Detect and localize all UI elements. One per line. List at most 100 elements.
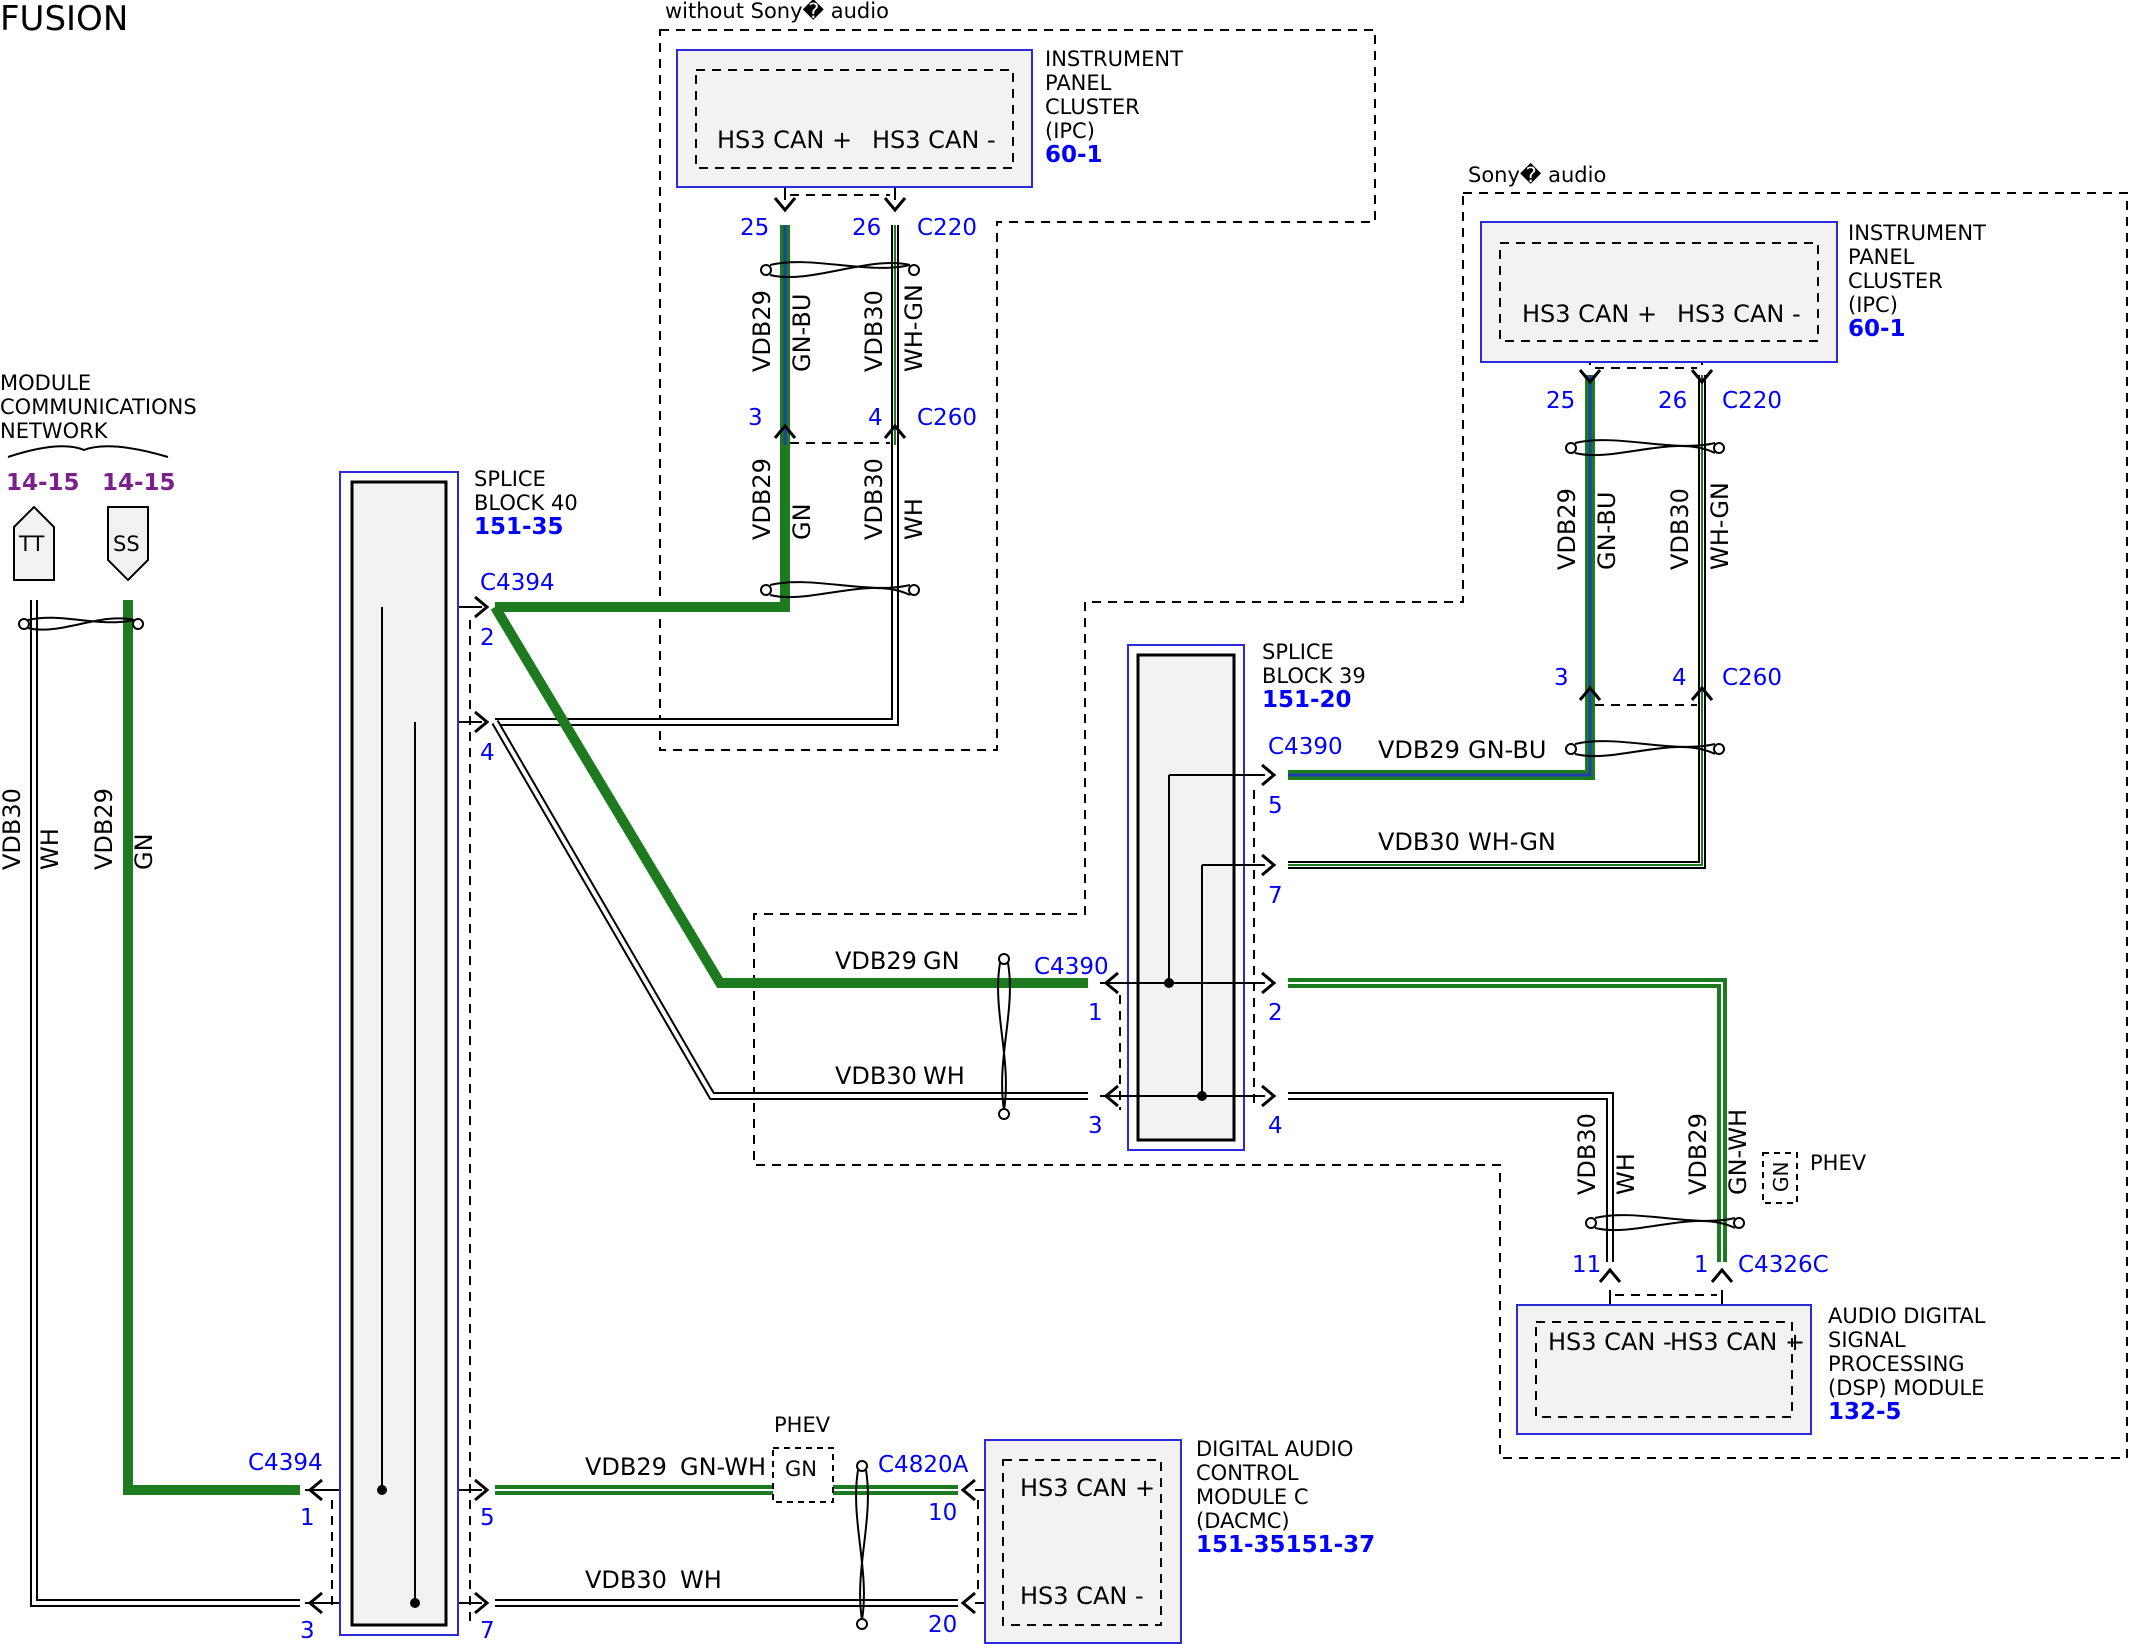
arrow-icon [1103, 1084, 1119, 1108]
ipc-b-pin-minus: HS3 CAN - [1677, 300, 1801, 328]
connector-c220-b: C220 [1722, 388, 1782, 414]
pin-25-a: 25 [740, 215, 769, 241]
twisted-pair-symbols [27, 261, 1736, 1621]
connector-c260-b: C260 [1722, 665, 1782, 691]
pin-26-b: 26 [1658, 388, 1687, 414]
twist-dot [1585, 1217, 1597, 1229]
arrow-icon [1690, 369, 1714, 385]
wire-label-wh: WH [900, 498, 928, 540]
pin-3-a: 3 [748, 405, 763, 431]
twist-network [27, 616, 135, 631]
pin-4-a: 4 [868, 405, 883, 431]
connector-arrows [307, 197, 1734, 1615]
twist-ipc-a-lower [769, 581, 911, 599]
wires [30, 168, 1727, 1607]
dacmc-name: DIGITAL AUDIO CONTROL MODULE C (DACMC) [1196, 1437, 1360, 1533]
sony-region [753, 192, 2128, 1459]
ss-label: SS [113, 532, 140, 556]
twist-dot [856, 1618, 868, 1630]
pin-7-splice39: 7 [1268, 883, 1283, 909]
dacmc-inner [1002, 1459, 1162, 1626]
splice39-internal-lines [1100, 774, 1265, 1097]
arrow-icon [474, 1591, 490, 1615]
twist-dot [998, 953, 1010, 965]
pin-1-splice39: 1 [1088, 1000, 1103, 1026]
pin-4-splice39: 4 [1268, 1113, 1283, 1139]
arrow-icon [1261, 971, 1277, 995]
twist-dot [1713, 442, 1725, 454]
phev-label: PHEV [774, 1413, 831, 1437]
without-sony-region [659, 29, 1376, 751]
connector-c4394-left: C4394 [248, 1450, 323, 1476]
ipc-b-pin-plus: HS3 CAN + [1522, 300, 1657, 328]
ipc-a-name: INSTRUMENT PANEL CLUSTER (IPC) [1045, 47, 1190, 143]
wire-vdb29-gn-bu-ipc-b-tracer [1288, 375, 1592, 777]
phev-label: PHEV [1810, 1151, 1867, 1175]
splice39-dashes [1119, 790, 1255, 1110]
ipc-module-b: HS3 CAN + HS3 CAN - INSTRUMENT PANEL CLU… [1480, 221, 1993, 706]
sony-label: Sony� audio [1468, 162, 1606, 187]
wire-label-gn: GN [788, 503, 816, 540]
arrow-icon [1261, 1084, 1277, 1108]
splice39-inner [1136, 653, 1236, 1142]
arrow-icon [1261, 853, 1277, 877]
arrow-icon [1710, 1267, 1734, 1283]
wire-label-wh-gn: WH-GN [1468, 828, 1556, 856]
pin-2-splice40: 2 [480, 625, 495, 651]
dacmc-pin-plus: HS3 CAN + [1020, 1474, 1155, 1502]
network-label: MODULE COMMUNICATIONS NETWORK [0, 371, 203, 443]
wire-vdb29-gn-bu-ipc-b [1288, 375, 1595, 780]
ss-connector-icon [107, 506, 149, 582]
wire-vdb30-wh-gn-ipc-b [1288, 375, 1706, 869]
wire-label-wh: WH [1612, 1153, 1640, 1195]
wire-label-wh: WH [923, 1062, 965, 1090]
wire-label-gn-bu: GN-BU [788, 294, 816, 372]
connector-c220-a: C220 [917, 215, 977, 241]
ipc-a-pin-minus: HS3 CAN - [872, 126, 996, 154]
wire-label-vdb29: VDB29 [835, 947, 917, 975]
arrow-icon [1261, 763, 1277, 787]
pin-4-splice40: 4 [480, 740, 495, 766]
twist-dot [908, 584, 920, 596]
wire-label-gn-bu: GN-BU [1468, 736, 1546, 764]
pin-1-splice40: 1 [300, 1505, 315, 1531]
wire-label-wh: WH [36, 828, 64, 870]
phev-box [772, 1447, 834, 1503]
twist-dsp [1594, 1214, 1736, 1232]
arrow-icon [1690, 685, 1714, 701]
dsp-outer [1516, 1304, 1812, 1435]
connector-c4820a: C4820A [878, 1452, 969, 1478]
splice-node [1197, 1091, 1207, 1101]
twist-dot [18, 618, 30, 630]
twist-dot [132, 618, 144, 630]
pin-11-dsp: 11 [1572, 1252, 1601, 1278]
wire-label-vdb30: VDB30 [1666, 488, 1694, 570]
wire-label-vdb29: VDB29 [1553, 488, 1581, 570]
wire-vdb30-wh-left-fill [32, 600, 300, 1605]
connector-c4326c: C4326C [1738, 1252, 1829, 1278]
pin-5-splice39: 5 [1268, 793, 1283, 819]
ipc-b-name: INSTRUMENT PANEL CLUSTER (IPC) [1848, 221, 1993, 317]
wire-vdb30-wh-diagonal [491, 719, 1088, 1100]
wire-label-vdb30: VDB30 [860, 458, 888, 540]
splice-node [410, 1598, 420, 1608]
pin-1-dsp: 1 [1694, 1252, 1709, 1278]
ss-ref: 14-15 [102, 470, 176, 496]
ipc-b-outer [1480, 221, 1838, 363]
wire-vdb30-wh-dsp [1288, 1092, 1614, 1262]
wire-vdb30-wh-dsp-fill [1288, 1094, 1612, 1262]
splice-node [1164, 978, 1174, 988]
phev-color: GN [1769, 1162, 1793, 1192]
splice40-inner [350, 480, 448, 1627]
ipc-a-connector-dashes [790, 194, 890, 444]
wire-label-gn-bu: GN-BU [1593, 492, 1621, 570]
pin-5-splice40: 5 [480, 1505, 495, 1531]
wire-label-vdb29: VDB29 [585, 1453, 667, 1481]
splice40-ref: 151-35 [474, 514, 564, 540]
dacmc-pin-minus: HS3 CAN - [1020, 1582, 1144, 1610]
pin-20-dacmc: 20 [928, 1612, 957, 1638]
ipc-a-ref: 60-1 [1045, 142, 1103, 168]
wire-label-gn-wh: GN-WH [1724, 1109, 1752, 1195]
wire-labels-vertical: VDB30 WH VDB29 GN VDB29 GN-BU VDB30 WH-G… [0, 284, 1752, 1195]
wire-label-vdb30: VDB30 [585, 1566, 667, 1594]
